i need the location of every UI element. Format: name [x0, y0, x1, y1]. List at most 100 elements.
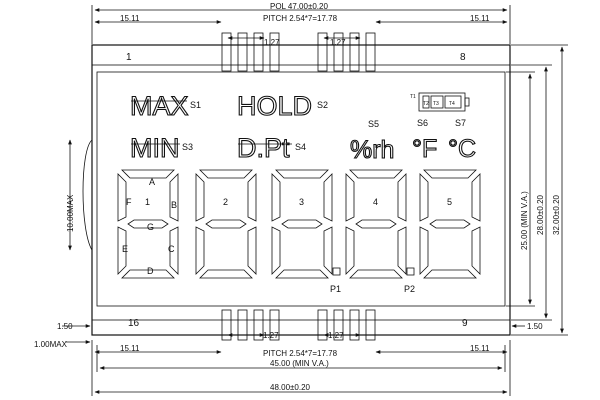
digit-number-1: 1 [145, 197, 150, 207]
digit-1-segment-d [121, 269, 175, 279]
dim-viewing-area-width: 45.00 (MIN V.A.) [270, 359, 329, 368]
digit-4-segment-f [345, 173, 355, 222]
annunciator-min-seg: S3 [182, 142, 193, 152]
digit-number-3: 3 [299, 197, 304, 207]
dim-glass-height: 28.00±0.20 [536, 194, 545, 235]
segment-label-f: F [126, 197, 132, 207]
annunciator-fahrenheit-seg: S6 [417, 118, 428, 128]
digit-5-segment-e [419, 226, 429, 275]
dim-outline-height: 32.00±0.20 [552, 194, 561, 235]
pin-number-bottom-right: 9 [462, 318, 468, 329]
pin-number-bottom-left: 16 [128, 318, 140, 329]
digit-1-segment-g [127, 219, 169, 229]
digit-3-segment-g [281, 219, 323, 229]
top-pins [221, 32, 376, 72]
annunciator-celsius: °C [448, 135, 476, 163]
annunciator-min: MIN [130, 133, 180, 163]
dim-edge-max: 1.00MAX [34, 340, 68, 349]
outline-frame [91, 44, 511, 336]
dim-right-offset: 15.11 [470, 14, 490, 23]
annunciator-max: MAX [130, 91, 189, 121]
battery-t2: T2 [423, 101, 429, 107]
digit-4-segment-e [345, 226, 355, 275]
segment-label-g: G [147, 222, 154, 232]
digit-4-segment-a [349, 169, 403, 179]
annunciator-fahrenheit: °F [412, 135, 437, 163]
dim-pin-width-bottom-right: 1.27 [328, 331, 344, 340]
dim-pin-width-bottom-left: 1.27 [263, 331, 279, 340]
dim-polarizer-width: POL 47.00±0.20 [270, 2, 328, 11]
battery-t1: T1 [410, 94, 416, 100]
dim-edge-gap-left: 1.50 [57, 322, 73, 331]
digit-3-segment-d [275, 269, 329, 279]
dim-pin-pitch-top: PITCH 2.54*7=17.78 [263, 14, 338, 23]
digit-5-segment-d [423, 269, 477, 279]
digit-1-segment-c [169, 226, 179, 275]
annunciator-dpt-seg: S4 [295, 142, 306, 152]
digit-2-segment-b [247, 173, 257, 222]
digit-2-segment-c [247, 226, 257, 275]
digit-5-segment-c [471, 226, 481, 275]
dim-pin-pitch-bottom: PITCH 2.54*7=17.78 [263, 349, 338, 358]
battery-t3: T3 [433, 101, 439, 107]
pin-number-top-left: 1 [126, 52, 132, 63]
digit-4-segment-d [349, 269, 403, 279]
digit-2-segment-g [205, 219, 247, 229]
digit-group: 1 2 3 4 5 [117, 169, 481, 279]
digit-4-segment-b [397, 173, 407, 222]
digit-number-5: 5 [447, 197, 452, 207]
digit-3-segment-b [323, 173, 333, 222]
digit-1-segment-e [117, 226, 127, 275]
glass-frame [91, 64, 511, 321]
annunciator-hold-seg: S2 [317, 100, 328, 110]
digit-1-segment-a [121, 169, 175, 179]
digit-3-segment-e [271, 226, 281, 275]
digit-3-segment-f [271, 173, 281, 222]
digit-2-segment-a [199, 169, 253, 179]
digit-5-segment-a [423, 169, 477, 179]
decimal-point-2 [406, 267, 415, 276]
annunciator-celsius-seg: S7 [455, 118, 466, 128]
annunciator-hold: HOLD [237, 91, 312, 121]
pin-number-top-right: 8 [460, 52, 466, 63]
digit-1-segment-f [117, 173, 127, 222]
dim-left-offset: 15.11 [120, 14, 140, 23]
segment-label-d: D [147, 266, 154, 276]
digit-4-segment-c [397, 226, 407, 275]
decimal-point-2-label: P2 [404, 284, 415, 294]
digit-2-segment-e [195, 226, 205, 275]
dim-left-offset-bottom: 15.11 [120, 344, 140, 353]
digit-1-segment-b [169, 173, 179, 222]
annunciator-max-seg: S1 [190, 100, 201, 110]
dim-pin-width-top-left: 1.27 [264, 38, 280, 47]
dim-pin-width-top-right: 1.27 [330, 38, 346, 47]
bottom-pins [221, 309, 376, 341]
pin-side-profile [82, 139, 93, 251]
decimal-point-1 [332, 267, 341, 276]
dim-outline-width: 48.00±0.20 [270, 383, 311, 392]
dim-viewing-area-height: 25.00 (MIN V.A.) [520, 191, 529, 250]
digit-2-segment-d [199, 269, 253, 279]
battery-icon: T1 T2 T3 T4 [410, 92, 470, 112]
annunciator-dpt: D.Pt [237, 133, 290, 163]
decimal-point-1-label: P1 [330, 284, 341, 294]
segment-label-e: E [122, 244, 128, 254]
digit-5-segment-f [419, 173, 429, 222]
digit-number-4: 4 [373, 197, 378, 207]
digit-4-segment-g [355, 219, 397, 229]
dim-pin-side-height: 10.00MAX [66, 194, 75, 232]
annunciator-percent-rh-seg: S5 [368, 119, 379, 129]
dim-right-offset-bottom: 15.11 [470, 344, 490, 353]
segment-label-b: B [171, 200, 177, 210]
digit-5-segment-g [429, 219, 471, 229]
dim-edge-gap-right: 1.50 [527, 322, 543, 331]
battery-t4: T4 [449, 101, 455, 107]
annunciator-percent-rh: %rh [350, 136, 394, 164]
segment-label-a: A [149, 177, 155, 187]
digit-2-segment-f [195, 173, 205, 222]
digit-number-2: 2 [223, 197, 228, 207]
digit-5-segment-b [471, 173, 481, 222]
viewing-area [96, 71, 506, 307]
digit-3-segment-c [323, 226, 333, 275]
